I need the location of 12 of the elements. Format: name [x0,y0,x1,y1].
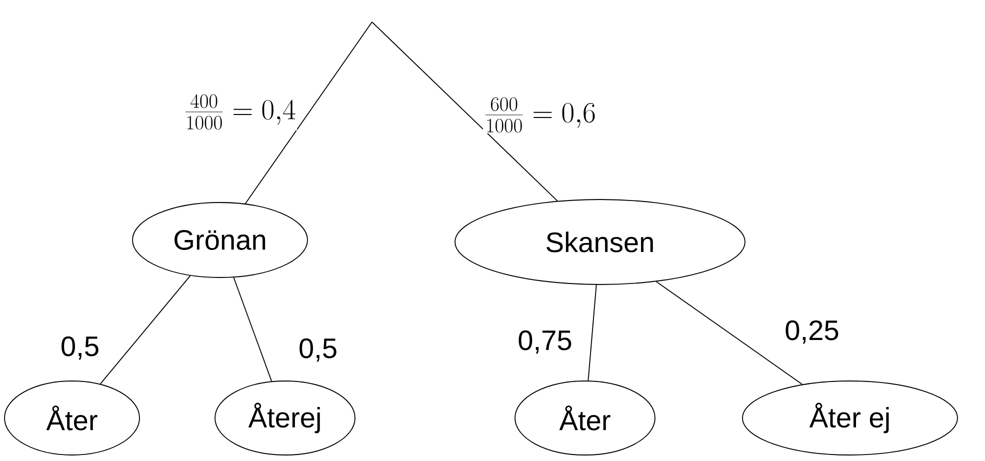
branch-line [588,284,597,382]
edge-label: 0,5 [297,337,339,363]
branch-line [244,22,372,204]
edge-label: 0,25 [783,319,841,345]
edge-label: 0,75 [516,329,574,355]
branch-line [372,22,558,202]
branch-line [656,281,803,385]
edge-label: $\frac{400}{1000}=0{,}4$ [182,94,298,130]
edge-label: 0,5 [59,335,101,361]
edge-label: $\frac{600}{1000}=0{,}6$ [482,96,598,134]
branch-line [100,275,191,384]
branch-line [233,277,272,382]
